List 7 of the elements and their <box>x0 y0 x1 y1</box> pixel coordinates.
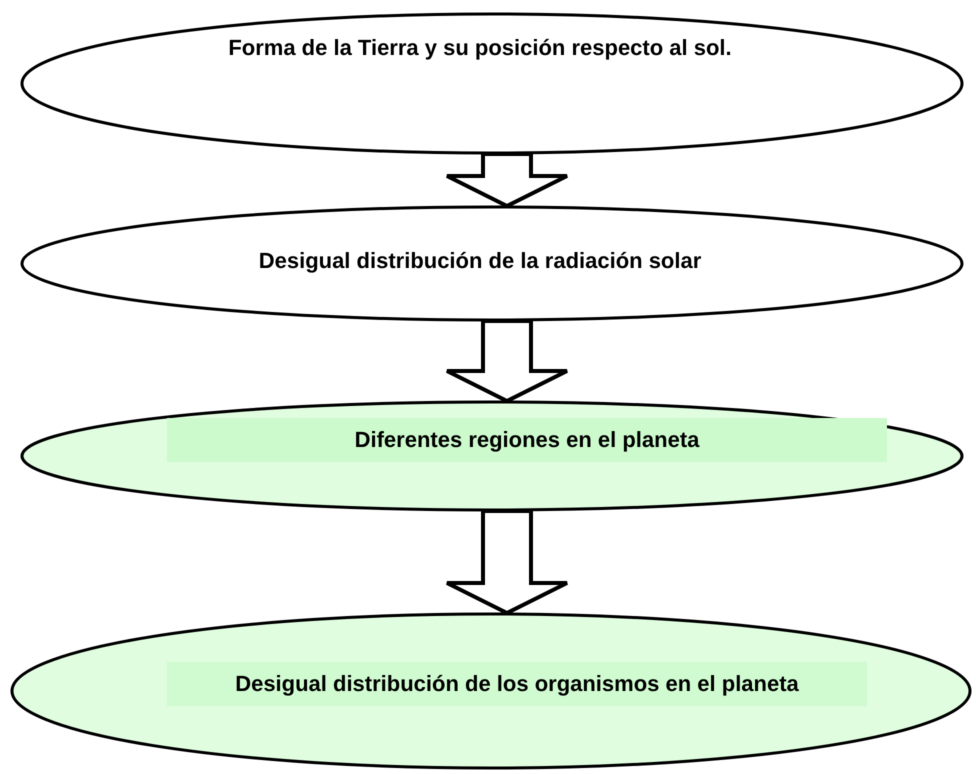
block-arrow <box>445 509 569 616</box>
node-text: Desigual distribución de la radiación solar <box>258 247 702 274</box>
block-arrow <box>445 152 569 208</box>
node-text: Forma de la Tierra y su posición respecto al sol. <box>227 34 733 62</box>
node-text: Desigual distribución de los organismos en el planeta <box>167 662 867 706</box>
node-text: Diferentes regiones en el planeta <box>167 418 887 462</box>
block-arrow <box>445 319 569 404</box>
